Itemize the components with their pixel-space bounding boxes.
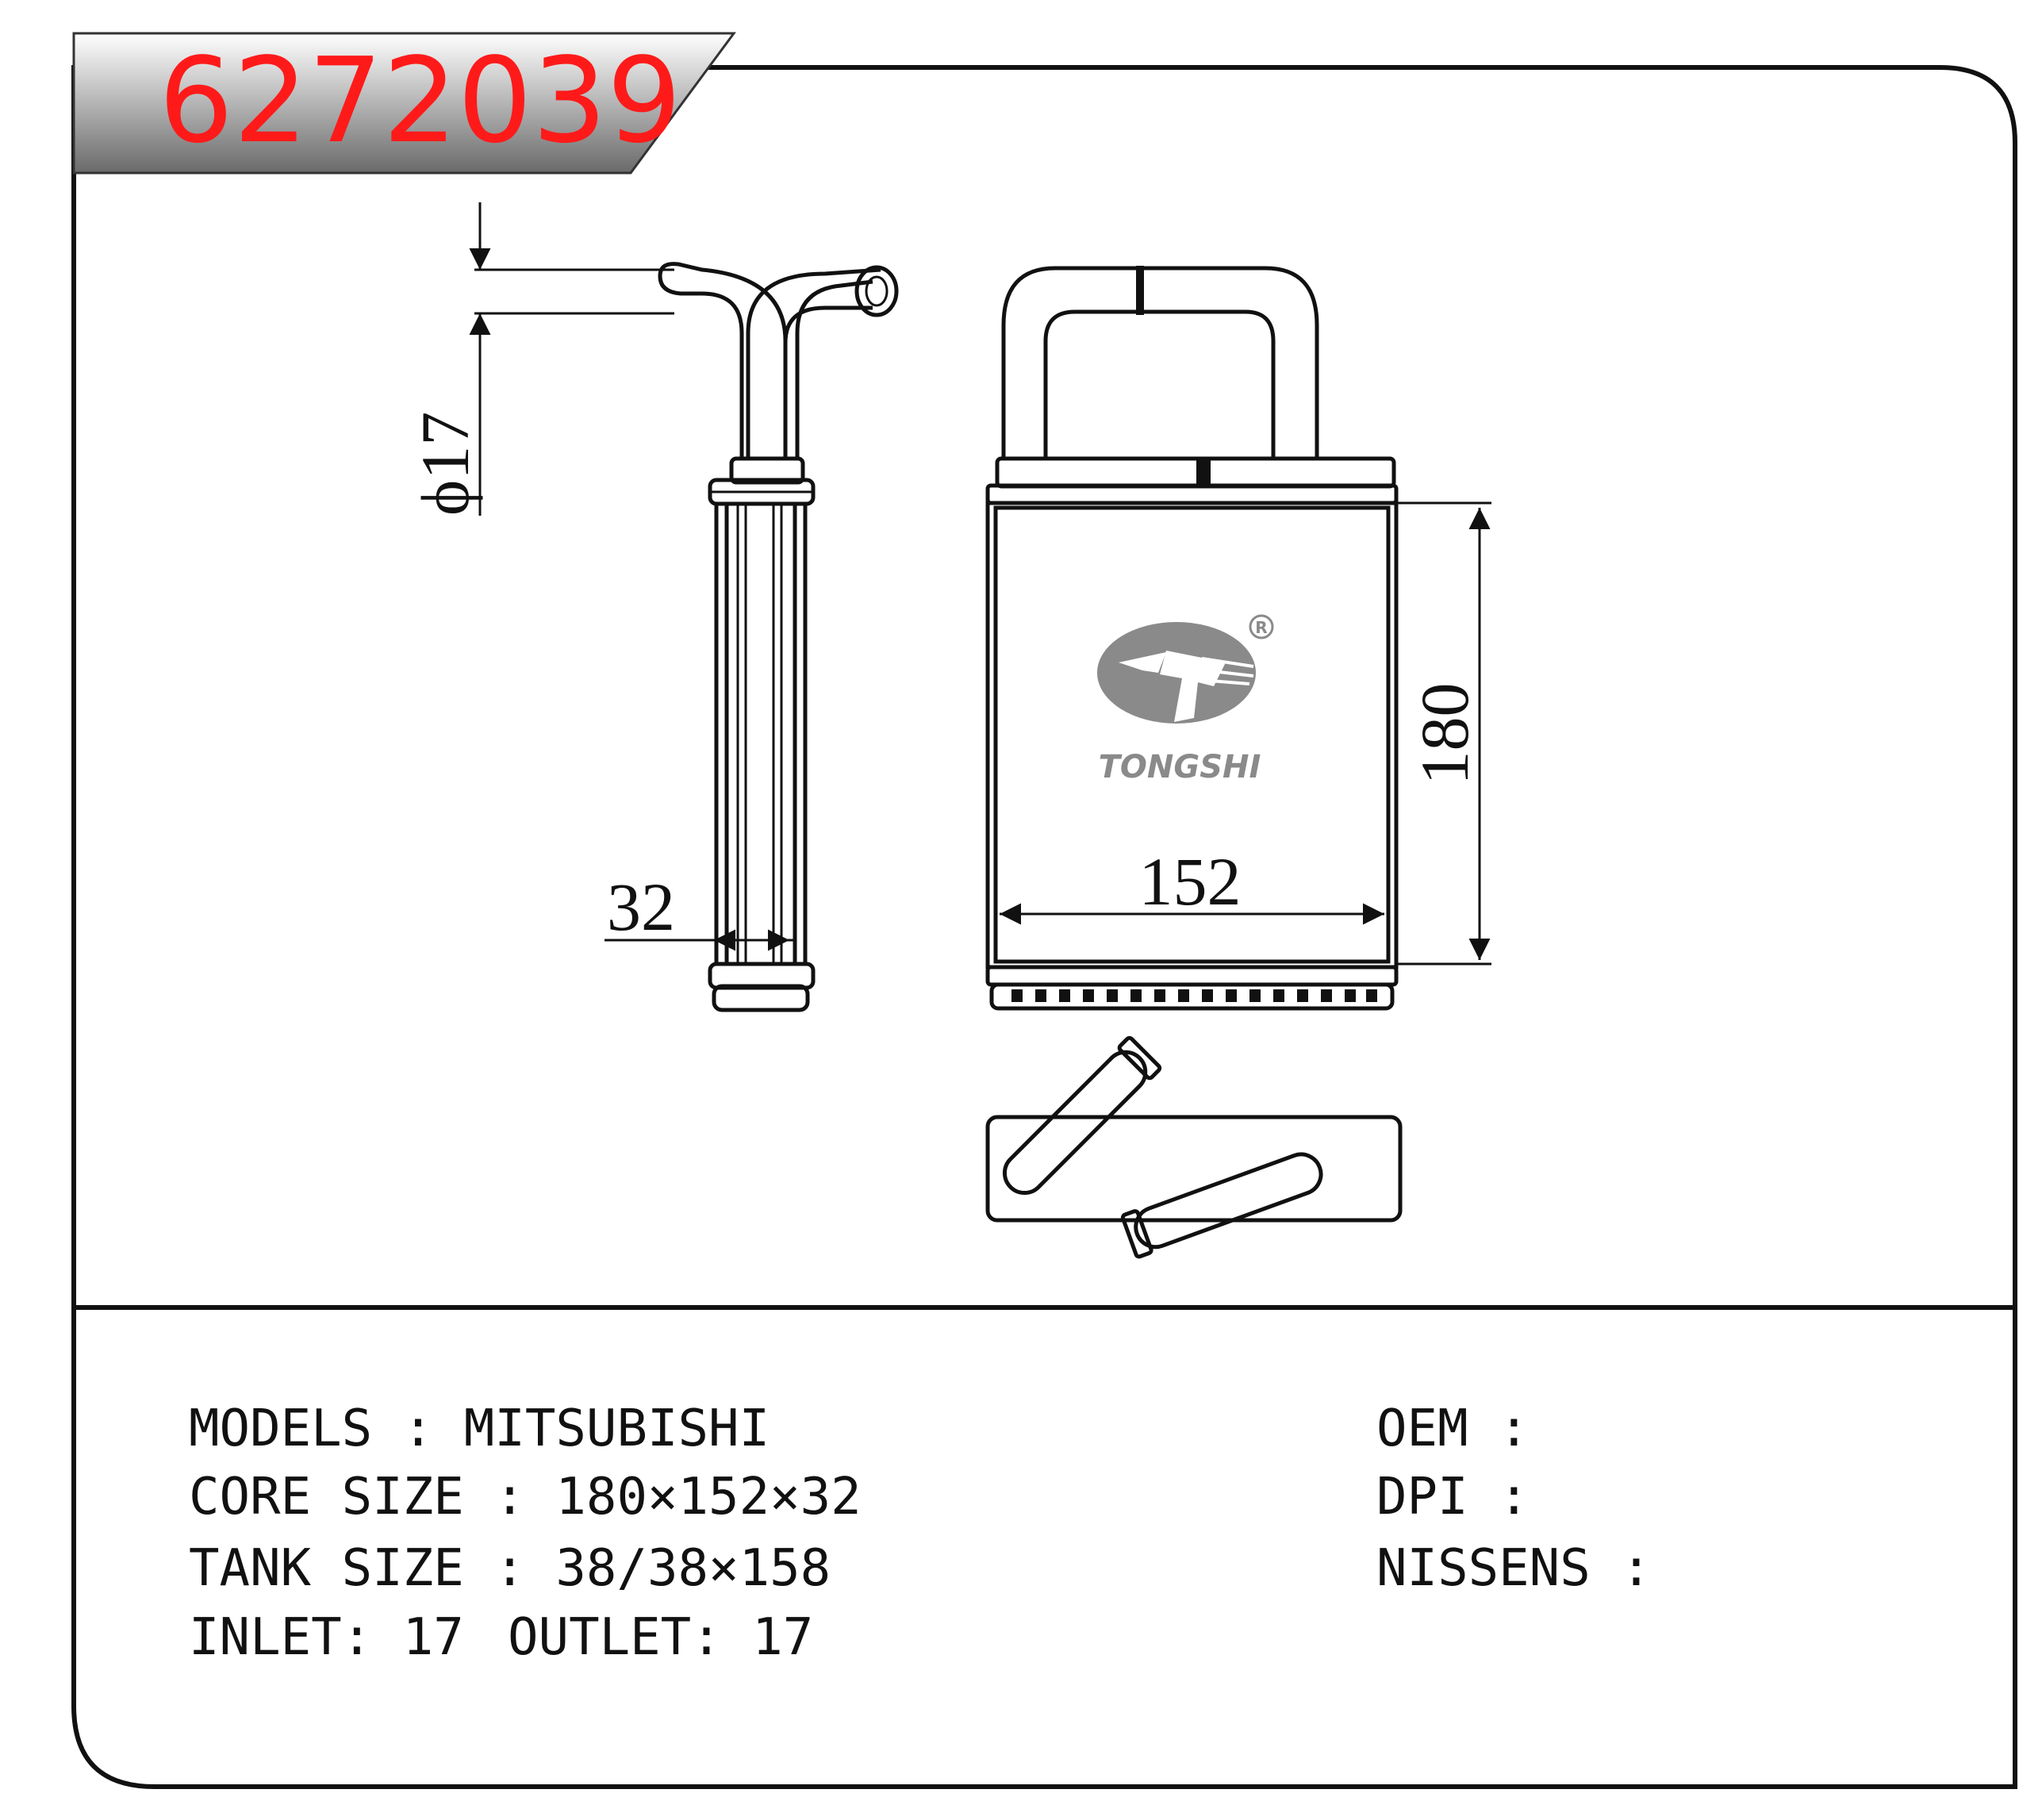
- front-view: [985, 266, 1399, 1011]
- tank-ribs: [1011, 989, 1377, 1002]
- spec-core-size: CORE SIZE : 180×152×32: [189, 1468, 862, 1526]
- brand-name: TONGSHI: [1099, 749, 1261, 785]
- width-label: 152: [1139, 843, 1242, 920]
- spec-outlet: OUTLET: 17: [508, 1608, 813, 1667]
- spec-models: MODELS : MITSUBISHI: [189, 1400, 770, 1458]
- part-number: 6272039: [159, 33, 681, 169]
- tongshi-logo-icon: R TONGSHI: [1097, 614, 1274, 785]
- side-view: [658, 262, 899, 1012]
- width-dimension: 152: [1000, 843, 1384, 925]
- ref-nissens: NISSENS :: [1376, 1539, 1652, 1598]
- drawing-frame: [71, 65, 2017, 1789]
- height-dimension: 180: [1396, 501, 1491, 966]
- thickness-label: 32: [607, 869, 675, 945]
- ref-dpi: DPI :: [1376, 1468, 1530, 1526]
- diameter-label: ϕ17: [407, 412, 483, 516]
- ref-oem: OEM :: [1376, 1400, 1530, 1458]
- spec-inlet: INLET: 17: [189, 1608, 464, 1667]
- part-number-banner: 6272039: [72, 32, 736, 175]
- spec-tank-size: TANK SIZE : 38/38×158: [189, 1539, 831, 1598]
- top-view: [985, 1035, 1403, 1259]
- thickness-dimension: 32: [605, 869, 793, 951]
- height-label: 180: [1407, 683, 1483, 785]
- side-pipe-left: [658, 262, 788, 459]
- side-pipe-right: [746, 267, 881, 459]
- diameter-dimension: ϕ17: [407, 202, 674, 516]
- registered-mark: R: [1255, 618, 1267, 637]
